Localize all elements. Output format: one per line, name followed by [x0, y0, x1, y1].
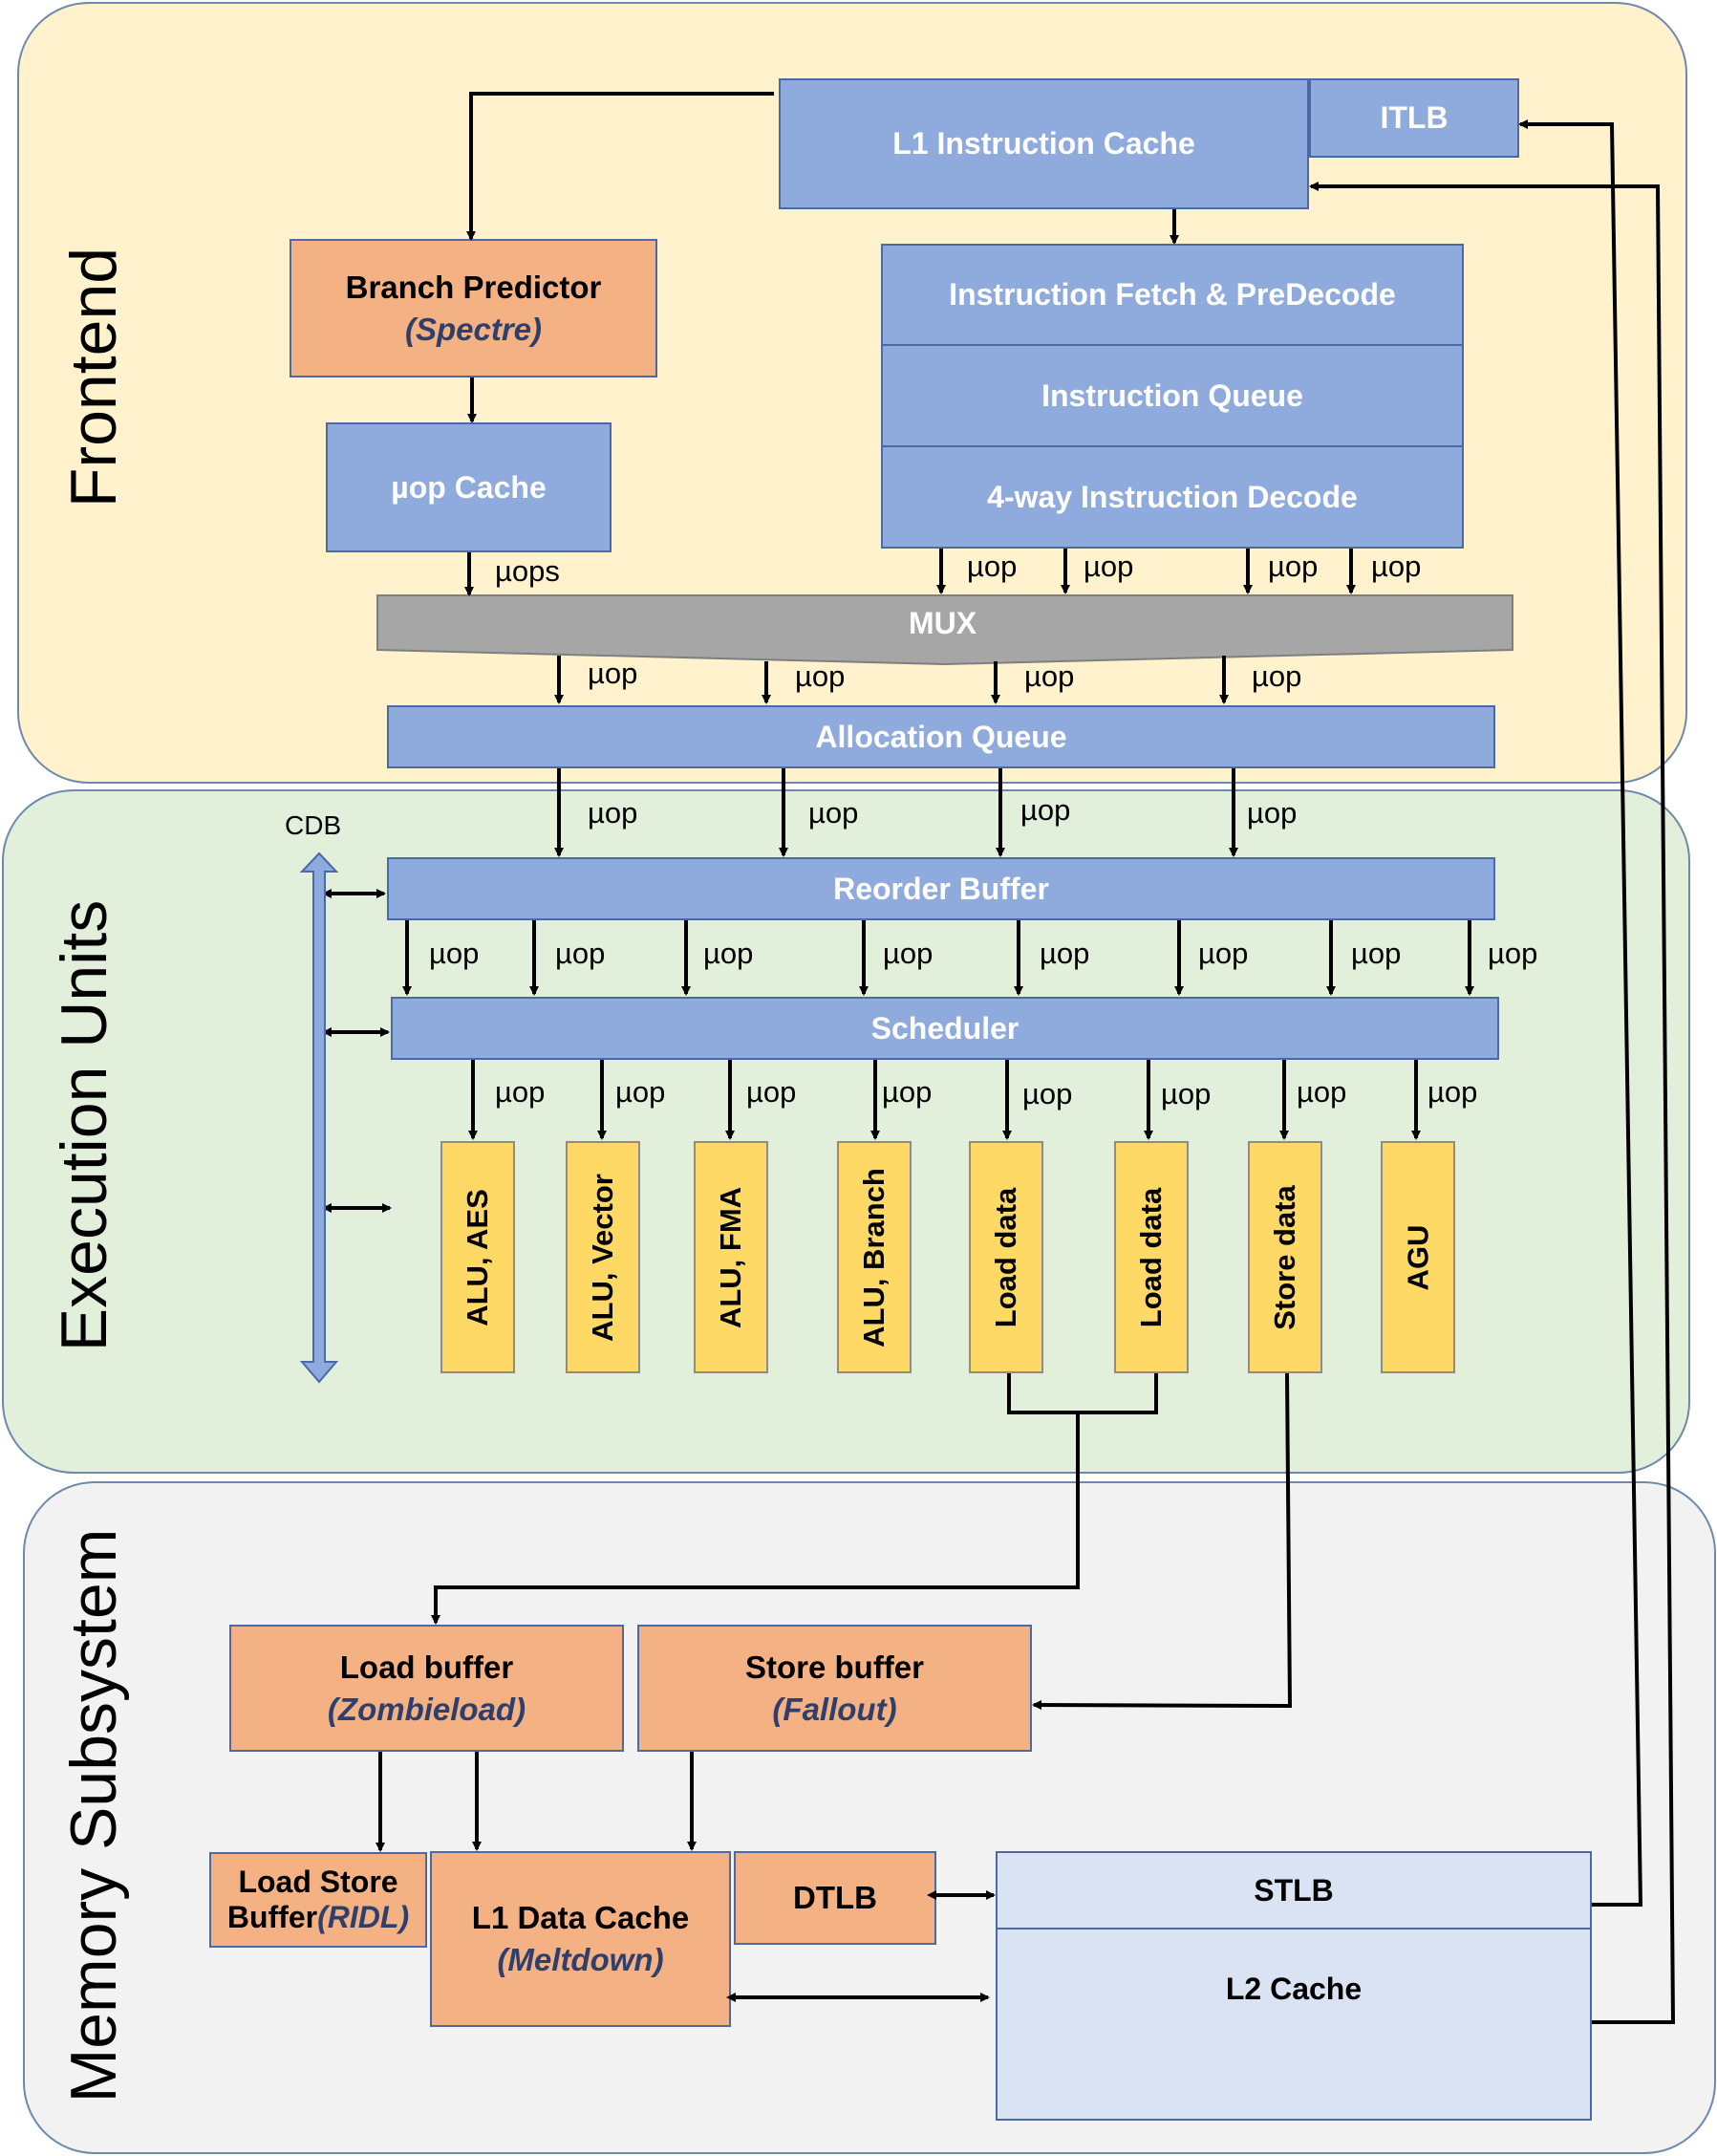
instruction-queue-label: Instruction Queue [1041, 377, 1303, 413]
exec-unit-label: Load data [1134, 1187, 1168, 1327]
uop-label: µop [588, 657, 638, 690]
store-buffer: Store buffer (Fallout) [637, 1625, 1032, 1752]
scheduler: Scheduler [391, 997, 1499, 1060]
uop-cache: µop Cache [326, 422, 612, 552]
uop-label: µop [615, 1075, 666, 1109]
uop-label: µop [1351, 937, 1402, 970]
uop-label: µop [1252, 659, 1302, 693]
exec-unit-label: ALU, Branch [857, 1167, 891, 1348]
cdb-label: CDB [285, 810, 342, 840]
exec-unit-label: AGU [1400, 1224, 1434, 1290]
uop-label: µop [1020, 793, 1071, 827]
frontend-label: Frontend [57, 247, 130, 508]
uop-label: µop [1084, 550, 1134, 583]
exec-unit-store-data: Store data [1248, 1141, 1322, 1373]
uop-cache-label: µop Cache [391, 469, 547, 505]
uop-label: µop [1268, 550, 1319, 583]
instruction-decode: 4-way Instruction Decode [881, 445, 1464, 549]
reorder-buffer-label: Reorder Buffer [833, 871, 1049, 906]
load-store-buffer-line2: Buffer(RIDL) [227, 1900, 409, 1935]
uop-label: µop [703, 937, 754, 970]
stlb: STLB [996, 1851, 1592, 1930]
l2-cache-label: L2 Cache [1225, 1972, 1363, 2006]
dtlb-label: DTLB [793, 1880, 877, 1915]
instruction-fetch-label: Instruction Fetch & PreDecode [949, 277, 1396, 312]
uop-label: µop [1161, 1077, 1212, 1110]
branch-predictor: Branch Predictor (Spectre) [290, 239, 657, 377]
load-store-buffer-line1: Load Store [238, 1865, 398, 1899]
uop-label: µop [1040, 937, 1090, 970]
execution-units-label: Execution Units [48, 899, 120, 1352]
load-buffer-label: Load buffer [339, 1649, 514, 1685]
uop-label: µop [967, 550, 1018, 583]
instruction-fetch-predecode: Instruction Fetch & PreDecode [881, 244, 1464, 346]
memory-subsystem-label: Memory Subsystem [57, 1528, 130, 2103]
allocation-queue: Allocation Queue [387, 705, 1495, 768]
uop-label: µop [429, 937, 480, 970]
exec-unit-label: ALU, FMA [714, 1186, 747, 1328]
exec-unit-label: ALU, AES [461, 1188, 494, 1326]
store-buffer-label: Store buffer [744, 1649, 924, 1685]
branch-predictor-attack: (Spectre) [404, 311, 543, 347]
uop-label: µop [1247, 796, 1298, 830]
uop-label: µop [1022, 1077, 1073, 1110]
uop-label: µop [1488, 937, 1538, 970]
exec-unit-alu-aes: ALU, AES [440, 1141, 515, 1373]
dtlb: DTLB [734, 1851, 936, 1945]
exec-unit-alu-vector: ALU, Vector [566, 1141, 640, 1373]
exec-unit-alu-fma: ALU, FMA [694, 1141, 768, 1373]
load-buffer: Load buffer (Zombieload) [229, 1625, 624, 1752]
load-store-buffer-attack: (RIDL) [317, 1900, 410, 1934]
itlb-label: ITLB [1380, 100, 1449, 135]
allocation-queue-label: Allocation Queue [815, 719, 1067, 754]
l1-data-cache-label: L1 Data Cache [471, 1900, 690, 1935]
exec-unit-agu: AGU [1381, 1141, 1455, 1373]
reorder-buffer: Reorder Buffer [387, 857, 1495, 920]
mux-label: MUX [909, 606, 977, 640]
uop-label: µop [555, 937, 606, 970]
uop-label: µop [1427, 1075, 1478, 1109]
uop-label: µop [882, 1075, 933, 1109]
l1-data-cache: L1 Data Cache (Meltdown) [430, 1851, 731, 2027]
exec-unit-alu-branch: ALU, Branch [837, 1141, 912, 1373]
branch-predictor-label: Branch Predictor [345, 269, 602, 305]
stlb-label: STLB [1254, 1872, 1334, 1908]
l2-cache: L2 Cache [996, 1928, 1592, 2121]
uop-label: µop [795, 659, 846, 693]
load-store-buffer: Load Store Buffer(RIDL) [209, 1852, 427, 1948]
uop-label: µop [495, 1075, 546, 1109]
exec-unit-label: Store data [1268, 1184, 1302, 1330]
exec-unit-label: Load data [989, 1187, 1022, 1327]
exec-unit-load-data-1: Load data [969, 1141, 1043, 1373]
scheduler-label: Scheduler [870, 1010, 1019, 1046]
exec-unit-load-data-2: Load data [1114, 1141, 1189, 1373]
store-buffer-attack: (Fallout) [772, 1691, 897, 1727]
uop-label: µop [588, 796, 638, 830]
uop-label: µop [883, 937, 934, 970]
uop-label: µop [1297, 1075, 1347, 1109]
uop-label: µop [1198, 937, 1249, 970]
l1-data-cache-attack: (Meltdown) [497, 1942, 664, 1977]
uops-label: µops [495, 554, 560, 588]
load-buffer-attack: (Zombieload) [327, 1691, 526, 1727]
instruction-queue: Instruction Queue [881, 344, 1464, 447]
load-store-buffer-word: Buffer [226, 1900, 318, 1934]
uop-label: µop [808, 796, 859, 830]
instruction-decode-label: 4-way Instruction Decode [987, 479, 1358, 514]
exec-unit-label: ALU, Vector [586, 1173, 619, 1342]
uop-label: µop [746, 1075, 797, 1109]
l1-instruction-cache-label: L1 Instruction Cache [892, 126, 1195, 161]
l1-instruction-cache: L1 Instruction Cache [779, 78, 1309, 209]
itlb: ITLB [1309, 78, 1519, 158]
uop-label: µop [1371, 550, 1422, 583]
uop-label: µop [1024, 659, 1075, 693]
